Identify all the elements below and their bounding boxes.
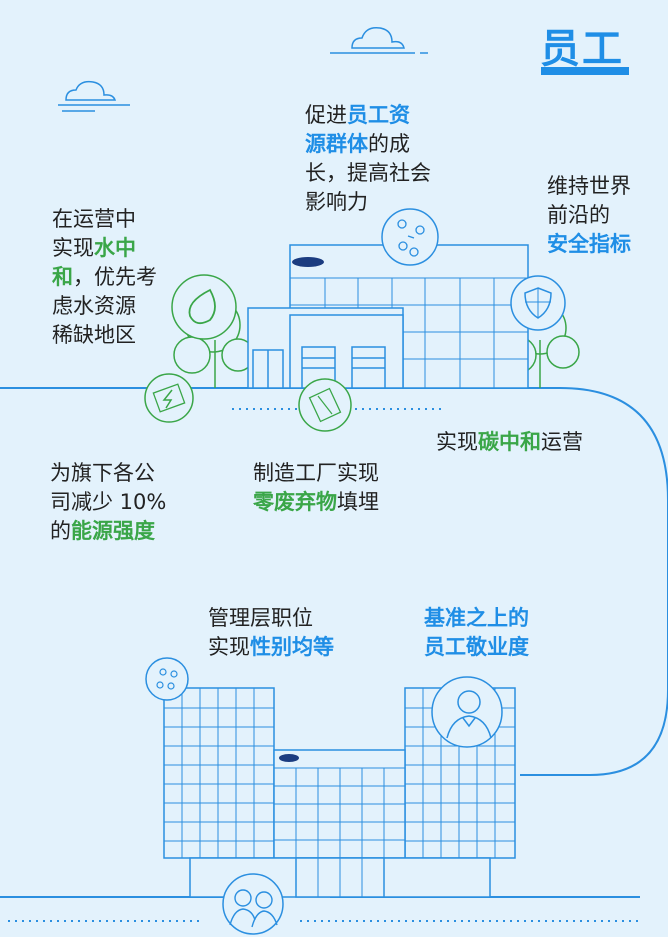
gender-text: 管理层职位 实现性别均等 xyxy=(208,606,334,659)
title-underline xyxy=(541,67,629,75)
logo-mark xyxy=(279,754,299,762)
team-icon xyxy=(222,873,284,935)
employee-groups-text: 促进员工资 源群体的成 长，提高社会 影响力 xyxy=(305,103,431,214)
group-icon xyxy=(145,657,189,701)
water-text: 在运营中 实现水中 和，优先考 虑水资源 稀缺地区 xyxy=(52,207,157,347)
safety-text: 维持世界 前沿的 安全指标 xyxy=(547,174,631,256)
people-network-icon xyxy=(381,208,439,266)
factory-building xyxy=(247,244,529,389)
waste-text: 制造工厂实现 零废弃物填埋 xyxy=(253,461,379,514)
cloud-icon xyxy=(330,26,428,54)
page-title: 员工 xyxy=(540,26,624,72)
shield-icon xyxy=(510,275,566,331)
engagement-text: 基准之上的 员工敬业度 xyxy=(424,606,529,659)
water-drop-icon xyxy=(171,274,237,340)
recycle-icon xyxy=(298,378,352,432)
dotted-lines xyxy=(8,408,640,922)
cloud-icon xyxy=(58,80,130,112)
logo-mark xyxy=(292,257,324,267)
office-building xyxy=(163,687,516,898)
energy-text: 为旗下各公 司减少 10% 的能源强度 xyxy=(50,461,167,543)
lightning-icon xyxy=(144,373,194,423)
employee-icon xyxy=(431,676,503,748)
carbon-text: 实现碳中和运营 xyxy=(436,430,583,454)
